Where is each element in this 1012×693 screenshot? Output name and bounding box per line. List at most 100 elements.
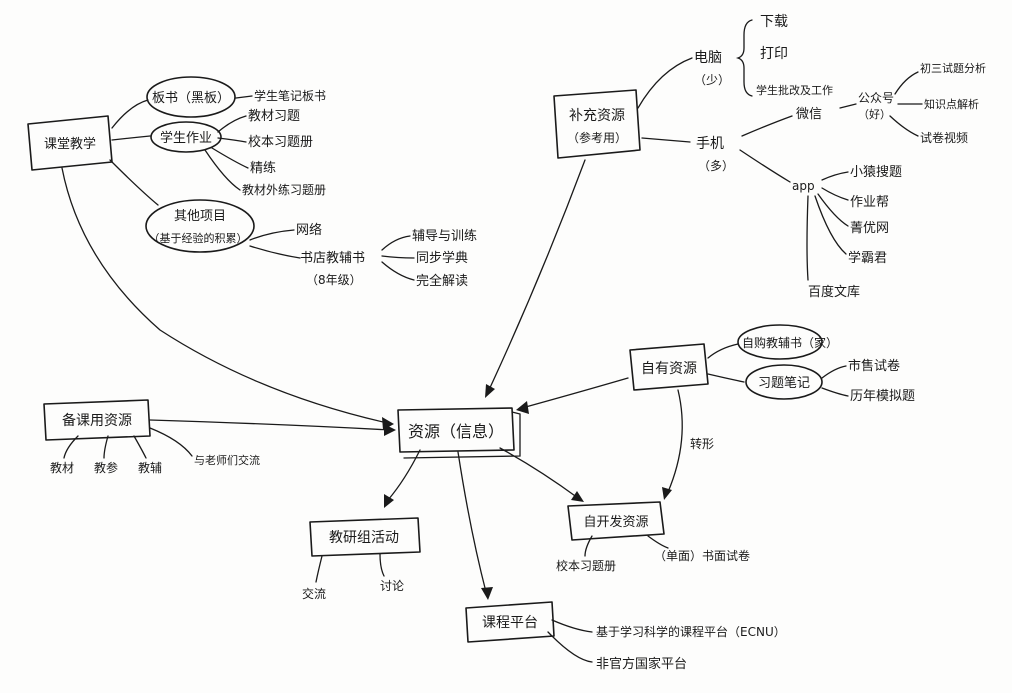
prep-item-4: 与老师们交流	[194, 453, 260, 467]
edge-classroom-center	[61, 167, 393, 425]
node-labels: 资源（信息） 课堂教学 板书（黑板） 学生笔记板书 学生作业 教材习题 校本习题…	[44, 14, 986, 672]
phone-node-sub: （多）	[698, 159, 734, 173]
prep-item-2: 教参	[94, 460, 118, 475]
edge-book-1	[381, 235, 411, 251]
blackboard-node: 板书（黑板）	[152, 91, 230, 106]
own-node: 自有资源	[641, 361, 697, 377]
edge-other-books	[249, 245, 301, 259]
research-item-1: 交流	[302, 586, 326, 601]
official-item-3: 试卷视频	[920, 130, 968, 145]
edge-phone-app	[739, 149, 791, 183]
own-1-frame	[737, 324, 823, 360]
edge-own-1	[707, 343, 739, 359]
supplement-node: 补充资源	[569, 108, 625, 124]
official-item-2: 知识点解析	[924, 97, 979, 111]
edge-research-1	[315, 555, 323, 583]
own-item-2b: 历年模拟题	[850, 389, 915, 404]
arrowhead-dev-transform	[662, 487, 672, 500]
edge-supplement-center	[487, 159, 586, 393]
arrowhead-platform	[481, 587, 493, 600]
homework-item-4: 教材外练习题册	[242, 182, 326, 197]
other-node: 其他项目	[174, 209, 226, 224]
homework-frame	[150, 121, 222, 153]
edge-hw-2	[217, 137, 247, 143]
wechat-node: 微信	[796, 107, 822, 122]
own-frame	[629, 343, 709, 391]
phone-node: 手机	[696, 136, 724, 152]
pc-item-2: 打印	[760, 45, 788, 62]
edge-own2-a	[821, 365, 847, 379]
edge-center-dev	[499, 447, 579, 499]
official-node: 公众号	[858, 91, 894, 105]
book-item-1: 辅导与训练	[412, 229, 477, 244]
edge-blackboard-child	[235, 95, 253, 99]
pc-brace	[735, 19, 753, 97]
classroom-frame	[27, 115, 113, 171]
pc-item-3: 学生批改及工作	[756, 83, 833, 97]
edge-prep-3	[133, 435, 147, 459]
own-item-2: 习题笔记	[758, 375, 810, 391]
official-item-1: 初三试题分析	[920, 61, 986, 75]
prep-item-1: 教材	[50, 460, 74, 475]
edge-classroom-other	[109, 159, 159, 206]
arrowhead-own	[516, 401, 529, 414]
pc-node: 电脑	[694, 50, 722, 66]
homework-item-2: 校本习题册	[248, 134, 313, 150]
edge-book-3	[381, 261, 415, 281]
app-item-1: 小猿搜题	[850, 165, 902, 180]
edge-app-1	[821, 171, 849, 181]
edge-center-research	[387, 449, 421, 501]
node-frames	[27, 76, 823, 643]
edge-classroom-homework	[111, 135, 151, 141]
edge-app-5	[806, 195, 809, 281]
own-item-1: 自购教辅书（家）	[742, 335, 838, 350]
prep-frame	[43, 399, 151, 441]
research-item-2: 讨论	[380, 579, 404, 593]
blackboard-child: 学生笔记板书	[254, 88, 326, 103]
edge-prep-4	[149, 427, 193, 457]
dev-node: 自开发资源	[583, 514, 648, 530]
book-item-2: 同步学典	[416, 250, 468, 266]
edge-center-platform	[457, 451, 487, 593]
center-node: 资源（信息）	[408, 422, 504, 441]
dev-frame	[567, 501, 665, 541]
books-node-sub: （8年级）	[306, 273, 362, 287]
edge-phone-wechat	[741, 115, 793, 137]
edge-book-2	[381, 255, 415, 259]
research-node: 教研组活动	[329, 530, 399, 546]
official-node-sub: （好）	[858, 107, 891, 121]
dev-item-2: （单面）书面试卷	[654, 548, 750, 563]
app-item-2: 作业帮	[850, 195, 889, 210]
net-node: 网络	[296, 222, 322, 238]
book-item-3: 完全解读	[416, 273, 468, 289]
edge-classroom-blackboard	[111, 99, 149, 129]
other-frame	[145, 199, 255, 253]
edge-own-2	[707, 373, 745, 383]
arrowhead-research	[384, 494, 394, 508]
classroom-node: 课堂教学	[44, 136, 96, 152]
edge-own2-b	[821, 387, 849, 397]
research-frame	[309, 517, 421, 557]
edge-off-1	[894, 71, 919, 95]
supplement-frame	[553, 89, 641, 159]
edge-off-3	[889, 115, 919, 137]
center-frame	[397, 407, 515, 453]
app-node: app	[792, 179, 815, 193]
arrowhead-prep	[384, 424, 396, 436]
edge-dev-2	[647, 535, 669, 549]
app-item-5: 百度文库	[808, 284, 860, 300]
platform-item-1: 基于学习科学的课程平台（ECNU）	[596, 624, 786, 639]
arrowhead-supplement	[485, 384, 495, 398]
own-2-frame	[745, 364, 823, 400]
edge-other-net	[249, 229, 295, 241]
edge-own-center	[521, 377, 629, 409]
edge-app-3	[817, 193, 849, 227]
edge-prep-1	[63, 435, 79, 459]
edge-hw-4	[204, 149, 241, 191]
platform-frame	[465, 601, 555, 643]
platform-node: 课程平台	[482, 615, 538, 631]
edge-prep-center	[149, 419, 391, 431]
edge-hw-3	[211, 147, 249, 169]
